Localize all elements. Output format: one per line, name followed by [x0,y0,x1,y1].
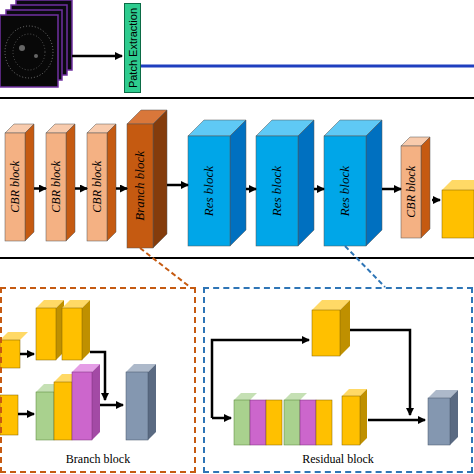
block-face: Patch Extraction [125,4,140,92]
block-face: Res block [256,136,298,246]
detail-panel: Residual block [203,287,473,473]
branch-block: Branch block [127,110,167,248]
detail-panel: Branch block [0,287,196,473]
detail-link [345,246,385,287]
block-label: CBR block [90,161,105,213]
cbr-block: CBR block [87,124,116,241]
block-face: CBR block [87,133,107,241]
block-face: Res block [188,136,230,246]
block-label: Res block [201,166,217,216]
output-arrow [432,199,440,202]
block-label: CBR block [49,161,64,213]
block-label: Branch block [132,151,148,221]
input-arrow [72,55,122,58]
cbr-block: CBR block [5,124,34,241]
flow-line [141,65,474,68]
flow-arrow [167,184,188,187]
flow-arrow [75,187,87,190]
band-line [0,257,474,259]
cbr-block: CBR block [401,137,430,238]
band-line [0,97,474,99]
residual-internals [212,300,458,445]
block-label: Res block [337,166,353,216]
block-face: CBR block [46,133,66,241]
res-block: Res block [324,120,382,246]
block-face: Branch block [2,450,194,468]
flow-arrow [246,188,256,191]
flow-arrow [34,187,46,190]
block-label: CBR block [404,166,419,218]
block-shape [256,120,314,246]
block-label: Res block [269,166,285,216]
flow-arrow [116,187,127,190]
ct-image-stack [0,0,72,87]
detail-link [140,248,190,287]
panel-label: Branch block [66,452,130,467]
block-face: Residual block [205,450,471,468]
block-shape [324,120,382,246]
process-box: Patch Extraction [124,3,141,93]
block-label: CBR block [8,161,23,213]
output-block [442,180,474,238]
block-shape [188,120,246,246]
cbr-block: CBR block [46,124,75,241]
panel-label: Residual block [302,452,374,467]
block-face: CBR block [401,146,421,238]
branch-internals [0,300,156,440]
flow-arrow [314,188,324,191]
res-block: Res block [256,120,314,246]
res-block: Res block [188,120,246,246]
block-face: Branch block [127,124,153,248]
flow-arrow [382,188,401,191]
block-face: Res block [324,136,366,246]
block-label: Patch Extraction [127,8,139,88]
block-face: CBR block [5,133,25,241]
